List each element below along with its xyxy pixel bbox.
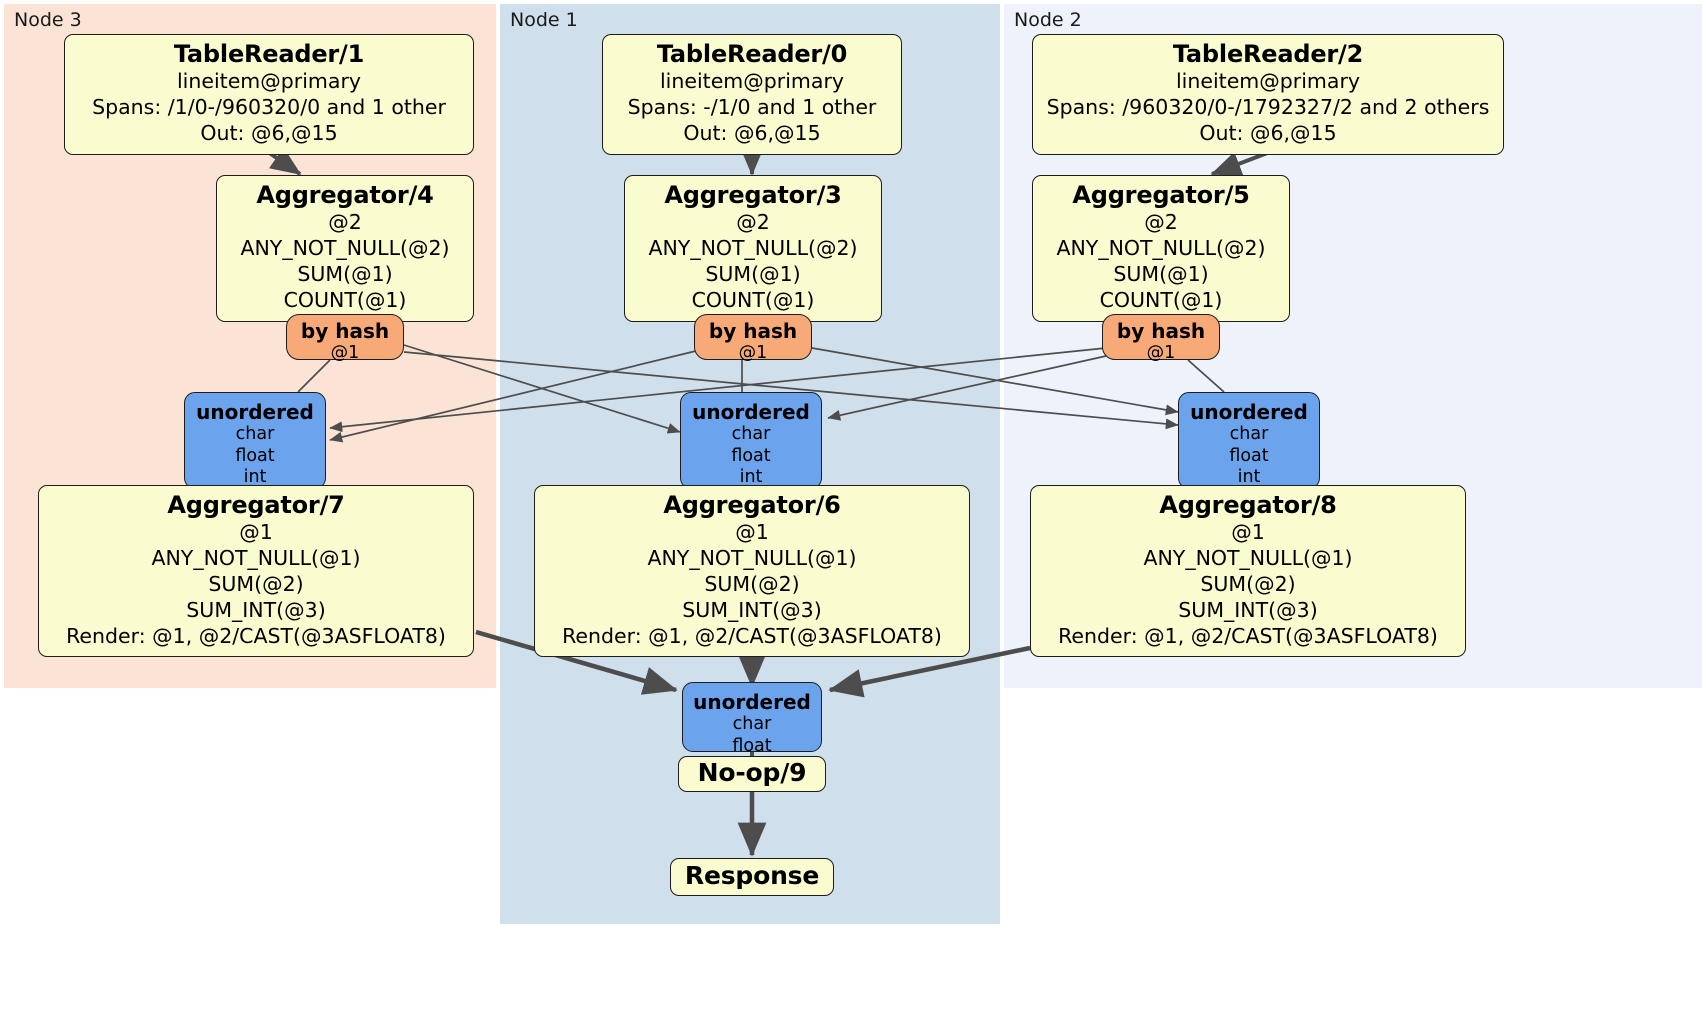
processor-line: @2 (1144, 210, 1178, 235)
processor-line: Spans: -/1/0 and 1 other (627, 95, 877, 120)
router-line: char (731, 424, 771, 445)
router-line: float (235, 445, 275, 466)
processor-line: ANY_NOT_NULL(@2) (1056, 236, 1266, 261)
router-by-hash-left[interactable]: by hash @1 (286, 314, 404, 363)
router-line: float (1229, 445, 1269, 466)
processor-aggregator-4[interactable]: Aggregator/4 @2 ANY_NOT_NULL(@2) SUM(@1)… (216, 175, 474, 322)
processor-tablereader-1[interactable]: TableReader/1 lineitem@primary Spans: /1… (64, 34, 474, 155)
processor-line: SUM(@1) (1113, 261, 1209, 286)
router-line: float (731, 445, 771, 466)
processor-line: @2 (328, 210, 362, 235)
processor-title: Aggregator/5 (1072, 181, 1250, 209)
router-line: float (732, 735, 772, 756)
processor-line: SUM(@1) (297, 261, 393, 286)
processor-line: @2 (736, 210, 770, 235)
router-title: unordered (1190, 400, 1308, 424)
processor-title: Aggregator/4 (256, 181, 434, 209)
router-title: unordered (196, 400, 314, 424)
processor-line: Render: @1, @2/CAST(@3ASFLOAT8) (66, 623, 446, 648)
processor-title: Response (684, 860, 820, 890)
processor-line: Render: @1, @2/CAST(@3ASFLOAT8) (562, 623, 942, 648)
processor-line: lineitem@primary (176, 69, 362, 94)
processor-line: ANY_NOT_NULL(@1) (151, 546, 361, 571)
router-unordered-mid[interactable]: unordered char float int (680, 392, 822, 489)
router-unordered-right[interactable]: unordered char float int (1178, 392, 1320, 489)
processor-line: SUM_INT(@3) (1178, 597, 1318, 622)
processor-line: ANY_NOT_NULL(@2) (648, 236, 858, 261)
router-title: unordered (692, 400, 810, 424)
processor-title: TableReader/1 (173, 40, 365, 68)
processor-aggregator-5[interactable]: Aggregator/5 @2 ANY_NOT_NULL(@2) SUM(@1)… (1032, 175, 1290, 322)
processor-line: SUM(@2) (208, 571, 304, 596)
router-title: unordered (693, 690, 811, 714)
processor-aggregator-6[interactable]: Aggregator/6 @1 ANY_NOT_NULL(@1) SUM(@2)… (534, 485, 970, 658)
processor-line: @1 (735, 520, 769, 545)
region-node1-label: Node 1 (510, 9, 578, 31)
router-by-hash-right[interactable]: by hash @1 (1102, 314, 1220, 363)
processor-title: No-op/9 (697, 757, 807, 787)
processor-aggregator-8[interactable]: Aggregator/8 @1 ANY_NOT_NULL(@1) SUM(@2)… (1030, 485, 1466, 658)
processor-line: lineitem@primary (1175, 69, 1361, 94)
processor-response[interactable]: Response (670, 858, 834, 896)
processor-line: COUNT(@1) (1099, 287, 1223, 312)
processor-line: SUM(@1) (705, 261, 801, 286)
router-line: char (235, 424, 275, 445)
processor-line: @1 (239, 520, 273, 545)
processor-title: Aggregator/7 (167, 491, 345, 519)
processor-title: TableReader/0 (656, 40, 848, 68)
processor-line: @1 (1231, 520, 1265, 545)
processor-line: SUM_INT(@3) (682, 597, 822, 622)
router-title: by hash (708, 319, 798, 343)
router-line: @1 (1146, 343, 1176, 364)
region-node3-label: Node 3 (14, 9, 82, 31)
router-by-hash-mid[interactable]: by hash @1 (694, 314, 812, 363)
processor-title: TableReader/2 (1172, 40, 1364, 68)
processor-line: ANY_NOT_NULL(@1) (647, 546, 857, 571)
processor-line: SUM(@2) (1200, 571, 1296, 596)
router-line: @1 (738, 343, 768, 364)
processor-aggregator-7[interactable]: Aggregator/7 @1 ANY_NOT_NULL(@1) SUM(@2)… (38, 485, 474, 658)
processor-tablereader-0[interactable]: TableReader/0 lineitem@primary Spans: -/… (602, 34, 902, 155)
processor-line: lineitem@primary (659, 69, 845, 94)
router-line: char (1229, 424, 1269, 445)
processor-line: ANY_NOT_NULL(@2) (240, 236, 450, 261)
router-line: @1 (330, 343, 360, 364)
router-line: int (739, 467, 763, 488)
router-line: int (243, 467, 267, 488)
processor-line: Spans: /1/0-/960320/0 and 1 other (92, 95, 446, 120)
processor-tablereader-2[interactable]: TableReader/2 lineitem@primary Spans: /9… (1032, 34, 1504, 155)
processor-line: COUNT(@1) (283, 287, 407, 312)
processor-line: SUM(@2) (704, 571, 800, 596)
processor-title: Aggregator/8 (1159, 491, 1337, 519)
router-line: int (1237, 467, 1261, 488)
processor-line: COUNT(@1) (691, 287, 815, 312)
processor-line: ANY_NOT_NULL(@1) (1143, 546, 1353, 571)
router-title: by hash (300, 319, 390, 343)
processor-aggregator-3[interactable]: Aggregator/3 @2 ANY_NOT_NULL(@2) SUM(@1)… (624, 175, 882, 322)
router-unordered-left[interactable]: unordered char float int (184, 392, 326, 489)
router-line: char (732, 714, 772, 735)
router-title: by hash (1116, 319, 1206, 343)
processor-line: SUM_INT(@3) (186, 597, 326, 622)
processor-line: Out: @6,@15 (1199, 120, 1337, 145)
router-unordered-final[interactable]: unordered char float (682, 682, 822, 756)
processor-no-op-9[interactable]: No-op/9 (678, 756, 826, 792)
processor-title: Aggregator/3 (664, 181, 842, 209)
processor-line: Out: @6,@15 (200, 120, 338, 145)
processor-line: Out: @6,@15 (683, 120, 821, 145)
processor-line: Spans: /960320/0-/1792327/2 and 2 others (1046, 95, 1490, 120)
region-node2-label: Node 2 (1014, 9, 1082, 31)
processor-title: Aggregator/6 (663, 491, 841, 519)
processor-line: Render: @1, @2/CAST(@3ASFLOAT8) (1058, 623, 1438, 648)
